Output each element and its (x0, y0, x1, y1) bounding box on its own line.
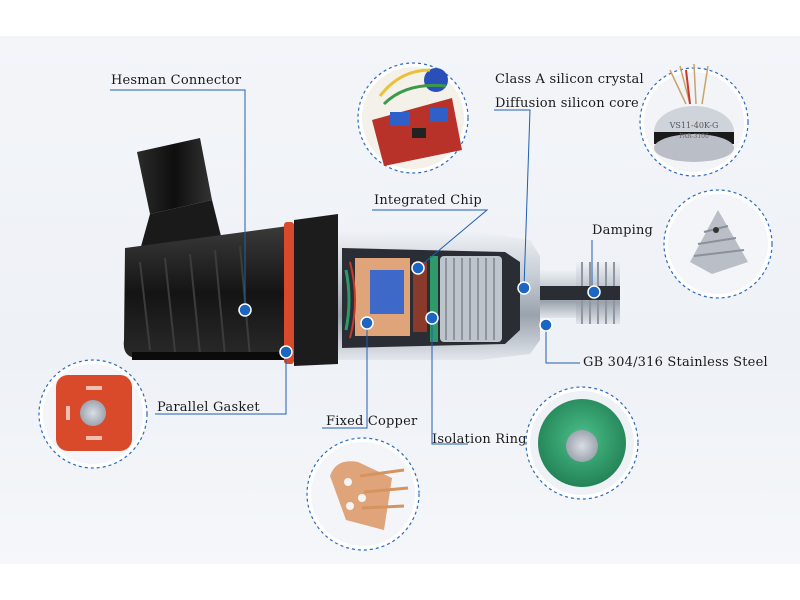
marker-chip (411, 261, 425, 275)
marker-isolation (425, 311, 439, 325)
label-hesman-connector: Hesman Connector (111, 73, 242, 88)
label-diffusion-core: Diffusion silicon core (495, 96, 639, 111)
inset-damping (663, 189, 773, 299)
marker-core (517, 281, 531, 295)
label-fixed-copper: Fixed Copper (326, 414, 418, 429)
sensor-part-text: PAR-3100 (679, 133, 709, 140)
marker-gasket (279, 345, 293, 359)
label-damping: Damping (592, 223, 654, 238)
label-class-a-crystal: Class A silicon crystal (495, 72, 644, 87)
marker-copper (360, 316, 374, 330)
parallel-gasket-ring (284, 222, 294, 364)
marker-steel (539, 318, 553, 332)
inset-isolation-ring (525, 386, 639, 500)
label-isolation-ring: Isolation Ring (432, 432, 527, 447)
steel-housing (338, 232, 620, 360)
connector-collar (294, 214, 338, 366)
marker-damping (587, 285, 601, 299)
label-stainless-steel: GB 304/316 Stainless Steel (583, 355, 768, 370)
hesman-connector-body (123, 138, 292, 360)
inset-silicon-core: VS11-40K-G PAR-3100 (639, 63, 749, 177)
label-integrated-chip: Integrated Chip (374, 193, 482, 208)
inset-fixed-copper (306, 437, 420, 551)
inset-parallel-gasket (38, 359, 148, 469)
inset-circuit-board (357, 62, 469, 174)
leader-lines (110, 89, 593, 445)
point-markers (238, 261, 601, 359)
marker-hesman (238, 303, 252, 317)
sensor-model-text: VS11-40K-G (669, 121, 719, 130)
label-parallel-gasket: Parallel Gasket (157, 400, 260, 415)
